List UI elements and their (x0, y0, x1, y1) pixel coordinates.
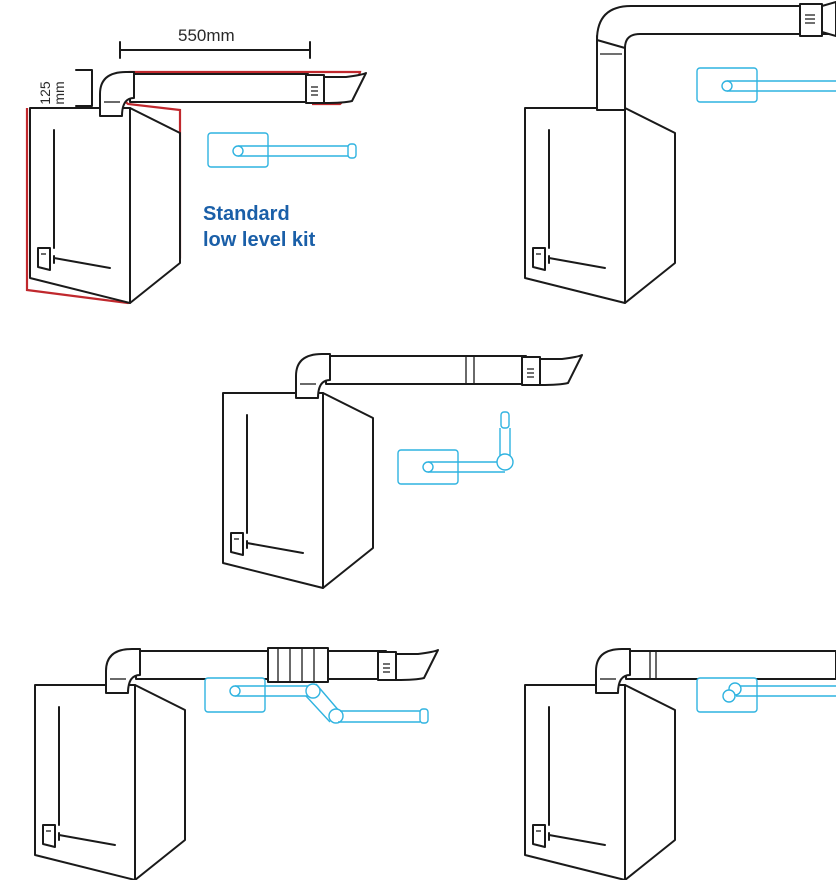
diagram-standard-kit (25, 41, 367, 305)
dimension-line-125 (75, 69, 93, 107)
plan-view-offset (696, 677, 836, 713)
dimension-label-horizontal: 550mm (178, 26, 235, 45)
dimension-label-vertical: 125 mm (30, 64, 74, 108)
kit-label-line2: low level kit (203, 229, 316, 251)
dimension-vertical-unit: mm (51, 81, 67, 105)
plan-view-45 (204, 677, 429, 724)
plan-view-extended (397, 411, 514, 485)
standard-kit-label: Standard low level kit (203, 201, 315, 253)
dimension-line-550 (119, 41, 311, 59)
kit-label-line1: Standard (203, 203, 290, 225)
diagram-offset (524, 648, 836, 881)
dimension-vertical-value: 125 (37, 81, 53, 105)
plan-view-riser (696, 67, 836, 103)
diagram-extended-bend (222, 353, 583, 589)
diagram-45-degree (34, 647, 439, 881)
diagram-riser-horizontal (524, 1, 836, 304)
plan-view-standard (207, 132, 357, 168)
